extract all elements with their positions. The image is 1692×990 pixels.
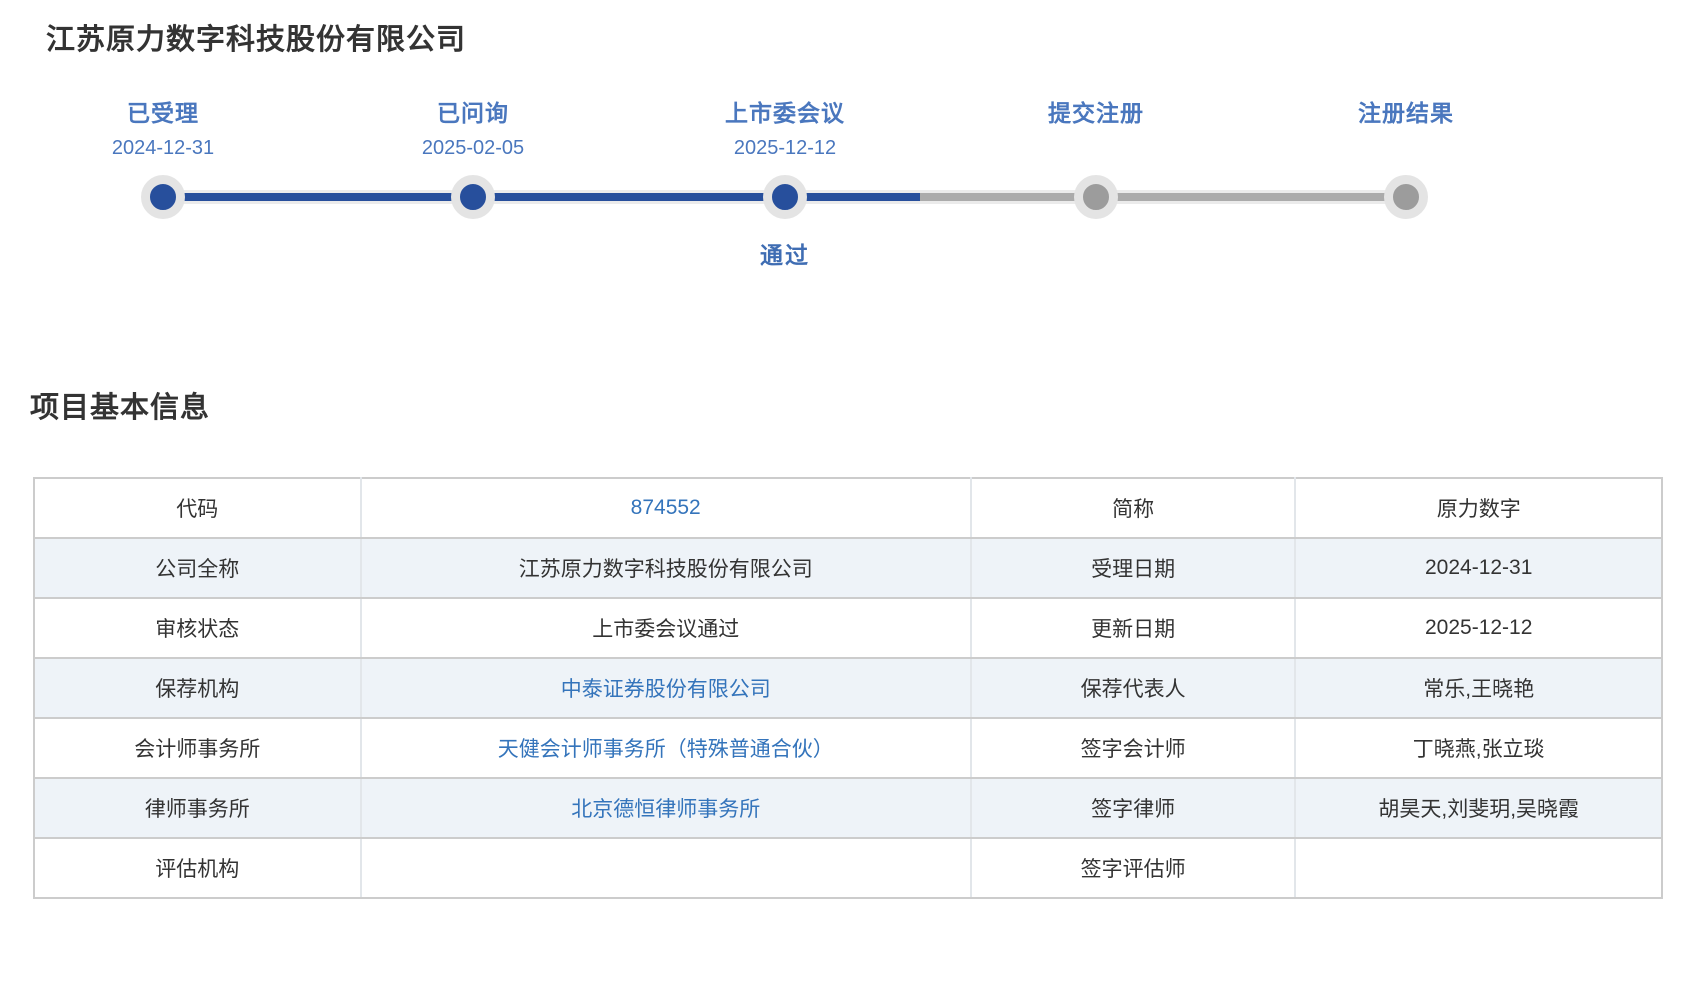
row-label: 律师事务所 — [34, 777, 362, 839]
table-row-appraisal-agency: 评估机构 签字评估师 — [34, 837, 1662, 899]
row-label: 签字评估师 — [970, 837, 1297, 899]
table-row-code: 代码 874552 简称 原力数字 — [34, 477, 1662, 539]
timeline-stage-inquired: 已问询 2025-02-05 — [313, 94, 633, 161]
timeline-dot-accepted-icon — [141, 175, 185, 219]
stage-date — [936, 137, 1256, 161]
table-row-sponsor: 保荐机构 中泰证券股份有限公司 保荐代表人 常乐,王晓艳 — [34, 657, 1662, 719]
accounting-firm-link[interactable]: 天健会计师事务所（特殊普通合伙） — [360, 717, 972, 779]
page-title: 江苏原力数字科技股份有限公司 — [46, 24, 467, 56]
stage-label: 注册结果 — [1358, 100, 1454, 126]
timeline-dot-submit-registration-icon — [1074, 175, 1118, 219]
table-row-review-status: 审核状态 上市委会议通过 更新日期 2025-12-12 — [34, 597, 1662, 659]
row-value: 2024-12-31 — [1295, 537, 1662, 599]
row-value: 2025-12-12 — [1295, 597, 1662, 659]
law-firm-link[interactable]: 北京德恒律师事务所 — [360, 777, 972, 839]
stage-label: 上市委会议 — [725, 100, 845, 126]
stage-date: 2025-02-05 — [421, 137, 525, 159]
row-label: 签字律师 — [970, 777, 1297, 839]
row-label: 公司全称 — [34, 537, 362, 599]
table-row-law-firm: 律师事务所 北京德恒律师事务所 签字律师 胡昊天,刘斐玥,吴晓霞 — [34, 777, 1662, 839]
timeline-stage-accepted: 已受理 2024-12-31 — [3, 94, 323, 161]
table-row-accounting-firm: 会计师事务所 天健会计师事务所（特殊普通合伙） 签字会计师 丁晓燕,张立琰 — [34, 717, 1662, 779]
timeline-stage-submit-registration: 提交注册 — [936, 94, 1256, 161]
row-value: 上市委会议通过 — [360, 597, 972, 659]
listing-timeline: 已受理 2024-12-31 已问询 2025-02-05 上市委会议 2025… — [0, 0, 1692, 320]
table-row-company-name: 公司全称 江苏原力数字科技股份有限公司 受理日期 2024-12-31 — [34, 537, 1662, 599]
row-value: 胡昊天,刘斐玥,吴晓霞 — [1295, 777, 1662, 839]
row-label: 受理日期 — [970, 537, 1297, 599]
timeline-dot-registration-result-icon — [1384, 175, 1428, 219]
committee-result-note: 通过 — [760, 242, 810, 268]
row-value — [360, 837, 972, 899]
row-label: 会计师事务所 — [34, 717, 362, 779]
row-value: 江苏原力数字科技股份有限公司 — [360, 537, 972, 599]
sponsor-link[interactable]: 中泰证券股份有限公司 — [360, 657, 972, 719]
stage-date: 2025-12-12 — [733, 137, 837, 159]
row-value: 丁晓燕,张立琰 — [1295, 717, 1662, 779]
row-label: 更新日期 — [970, 597, 1297, 659]
timeline-dot-inquired-icon — [451, 175, 495, 219]
row-label: 签字会计师 — [970, 717, 1297, 779]
row-value — [1295, 837, 1662, 899]
row-label: 评估机构 — [34, 837, 362, 899]
row-label: 保荐代表人 — [970, 657, 1297, 719]
row-label: 审核状态 — [34, 597, 362, 659]
project-info-table: 代码 874552 简称 原力数字 公司全称 江苏原力数字科技股份有限公司 受理… — [33, 477, 1663, 899]
timeline-stage-committee-meeting: 上市委会议 2025-12-12 — [625, 94, 945, 161]
stage-date — [1246, 137, 1566, 161]
stage-label: 提交注册 — [1048, 100, 1144, 126]
timeline-dot-committee-meeting-icon — [763, 175, 807, 219]
row-value: 常乐,王晓艳 — [1295, 657, 1662, 719]
timeline-stage-registration-result: 注册结果 — [1246, 94, 1566, 161]
stage-label: 已问询 — [437, 100, 509, 126]
stage-label: 已受理 — [127, 100, 199, 126]
row-label: 代码 — [34, 477, 362, 539]
row-label: 简称 — [970, 477, 1297, 539]
stage-date: 2024-12-31 — [111, 137, 215, 159]
stock-code-link[interactable]: 874552 — [360, 477, 972, 539]
row-value: 原力数字 — [1295, 477, 1662, 539]
row-label: 保荐机构 — [34, 657, 362, 719]
timeline-track-progress — [163, 193, 920, 201]
section-title: 项目基本信息 — [30, 392, 211, 424]
